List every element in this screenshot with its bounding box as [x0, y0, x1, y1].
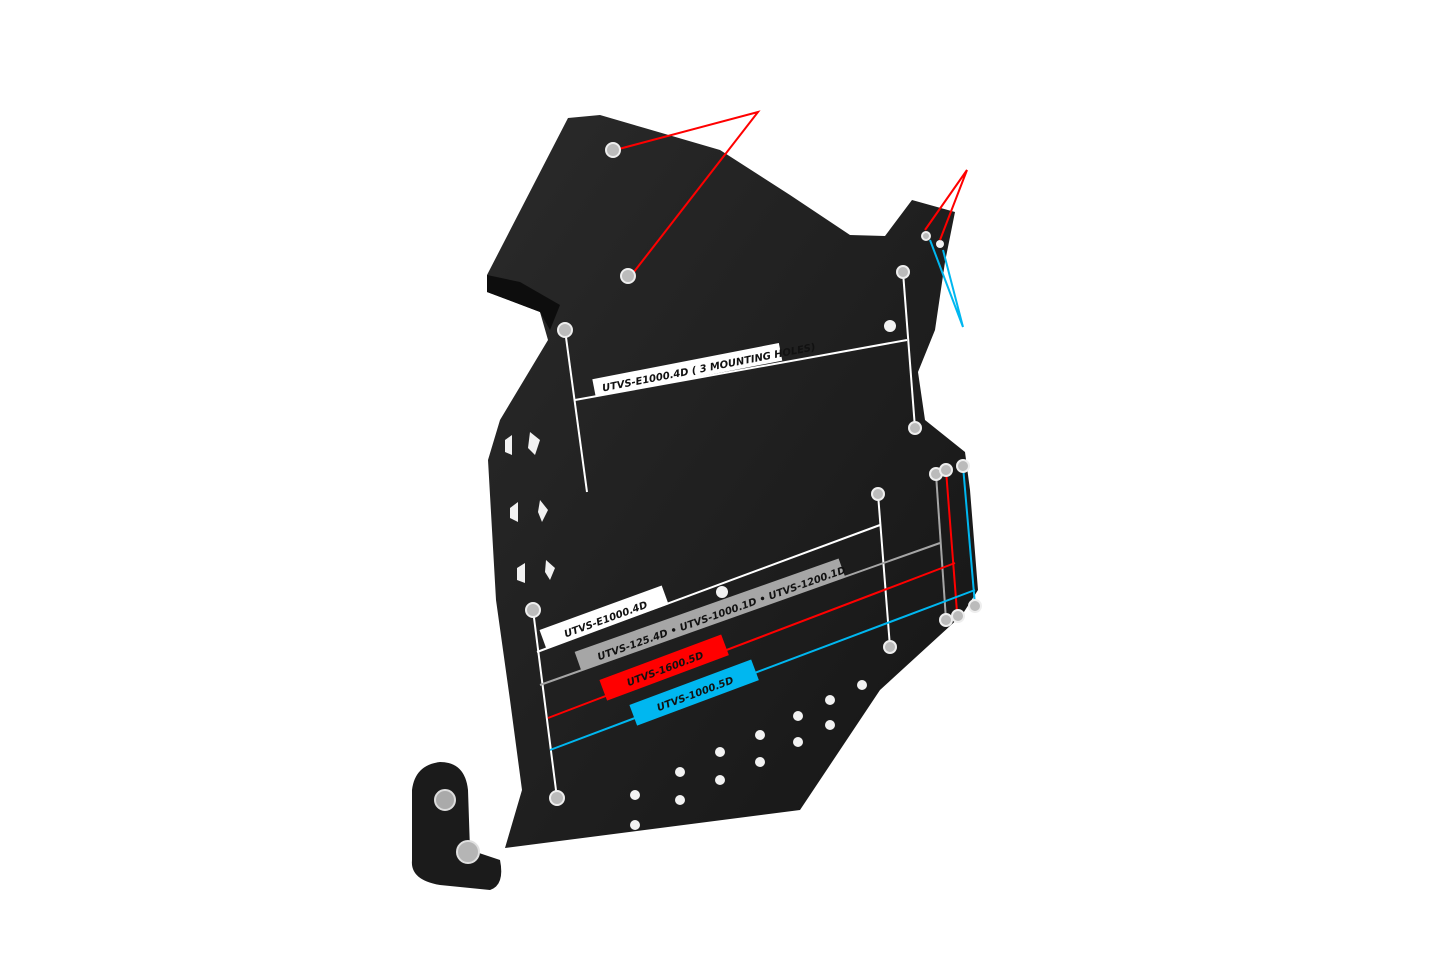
mounting-holes	[525, 142, 982, 806]
l-bracket	[411, 762, 502, 890]
plate-fold	[487, 275, 560, 330]
plate-cutouts	[505, 240, 944, 830]
mounting-plate	[487, 115, 978, 848]
